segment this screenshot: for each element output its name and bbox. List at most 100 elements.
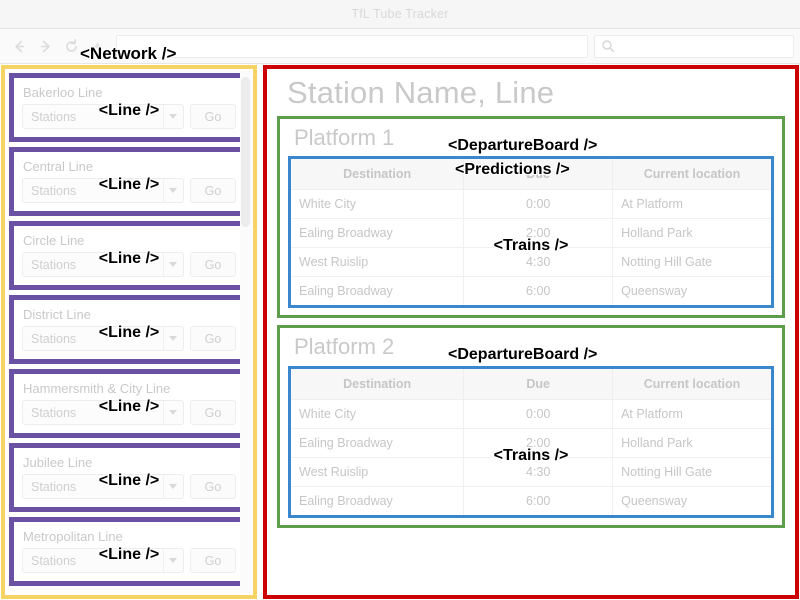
cell-due: 4:30 [463,247,614,278]
trains-table: Destination Due Current location White C… [291,368,771,515]
station-select[interactable]: Stations [22,178,184,203]
table-row[interactable]: White City 0:00 At Platform [291,399,771,429]
cell-due: 4:30 [463,457,614,487]
line-card[interactable]: District Line Stations Go <Line /> [9,295,249,364]
window-title: TfL Tube Tracker [351,7,449,21]
page-content: Bakerloo Line Stations Go <Line /> Centr… [0,64,800,600]
station-select[interactable]: Stations [22,104,184,129]
table-header-row: Destination Due Current location [291,159,771,191]
column-header-due: Due [463,159,614,191]
go-button[interactable]: Go [190,178,236,203]
column-header-destination: Destination [291,368,465,400]
cell-destination: Ealing Broadway [291,486,465,515]
line-controls: Stations Go [22,178,236,203]
chevron-down-icon [163,327,181,350]
line-card[interactable]: Bakerloo Line Stations Go <Line /> [9,73,249,142]
station-select[interactable]: Stations [22,548,184,573]
line-controls: Stations Go [22,104,236,129]
sidebar-scrollbar-thumb[interactable] [241,77,250,227]
arrow-left-icon[interactable] [6,33,32,59]
station-select[interactable]: Stations [22,474,184,499]
station-select-value: Stations [31,405,77,420]
cell-location: Queensway [621,493,688,508]
trains-table-wrap: Destination Due Current location White C… [288,156,774,309]
cell-location: At Platform [612,189,771,220]
chevron-down-icon [163,475,181,498]
search-icon [602,40,615,53]
browser-toolbar [0,29,800,64]
station-select-value: Stations [31,479,77,494]
line-name: Jubilee Line [23,455,93,470]
table-row[interactable]: Ealing Broadway 6:00 Queensway [291,486,771,515]
chevron-down-icon [163,549,181,572]
cell-due: 6:00 [463,486,614,515]
line-controls: Stations Go [22,474,236,499]
line-controls: Stations Go [22,326,236,351]
station-select[interactable]: Stations [22,400,184,425]
cell-due: 0:00 [463,189,614,220]
line-card[interactable]: Metropolitan Line Stations Go <Line /> [9,517,249,586]
table-row[interactable]: White City 0:00 At Platform [291,189,771,220]
station-select[interactable]: Stations [22,252,184,277]
cell-destination: White City [291,189,465,220]
cell-location: Holland Park [612,218,771,249]
chevron-down-icon [163,105,181,128]
line-card[interactable]: Jubilee Line Stations Go <Line /> [9,443,249,512]
reload-icon[interactable] [58,33,84,59]
line-name: Hammersmith & City Line [23,381,171,396]
go-button[interactable]: Go [190,400,236,425]
go-button[interactable]: Go [190,548,236,573]
departure-board: Platform 1 <DepartureBoard /> Destinatio… [277,116,785,319]
predictions-panel: Station Name, Line <Predictions /> Platf… [263,65,799,599]
station-select-value: Stations [31,257,77,272]
line-name: Metropolitan Line [23,529,123,544]
table-row[interactable]: West Ruislip 4:30 Notting Hill Gate [291,457,771,487]
cell-location: Holland Park [612,428,771,458]
page-title: Station Name, Line [287,75,555,110]
go-button[interactable]: Go [190,252,236,277]
cell-due: 6:00 [463,276,614,306]
table-row[interactable]: West Ruislip 4:30 Notting Hill Gate [291,247,771,278]
go-button[interactable]: Go [190,474,236,499]
table-row[interactable]: Ealing Broadway 2:00 Holland Park [291,218,771,249]
line-name: Circle Line [23,233,85,248]
table-row[interactable]: Ealing Broadway 6:00 Queensway [291,276,771,306]
cell-location: At Platform [612,399,771,429]
search-input[interactable] [594,34,794,58]
line-card[interactable]: Hammersmith & City Line Stations Go <Lin… [9,369,249,438]
line-controls: Stations Go [22,252,236,277]
line-card[interactable]: Central Line Stations Go <Line /> [9,147,249,216]
sidebar-scrollbar[interactable] [240,71,251,593]
chevron-down-icon [163,401,181,424]
station-select[interactable]: Stations [22,326,184,351]
platform-title: Platform 2 [294,334,395,360]
arrow-right-icon[interactable] [32,33,58,59]
column-header-location: Current location [612,159,771,191]
line-name: Bakerloo Line [23,85,103,100]
cell-due: 2:00 [463,428,614,458]
browser-titlebar: TfL Tube Tracker [0,0,800,29]
network-panel: Bakerloo Line Stations Go <Line /> Centr… [1,65,257,599]
station-select-value: Stations [31,553,77,568]
url-input[interactable] [116,34,588,58]
go-button[interactable]: Go [190,326,236,351]
cell-due: 0:00 [463,399,614,429]
chevron-down-icon [163,253,181,276]
platform-title: Platform 1 [294,125,395,151]
departure-board: Platform 2 <DepartureBoard /> Destinatio… [277,325,785,528]
line-name: Central Line [23,159,94,174]
cell-location: Notting Hill Gate [612,457,771,487]
table-row[interactable]: Ealing Broadway 2:00 Holland Park [291,428,771,458]
column-header-destination: Destination [291,159,465,191]
home-up-icon[interactable] [84,33,110,59]
cell-destination: West Ruislip [291,247,465,278]
line-controls: Stations Go [22,400,236,425]
line-card[interactable]: Circle Line Stations Go <Line /> [9,221,249,290]
trains-table-wrap: Destination Due Current location White C… [288,365,774,518]
line-name: District Line [23,307,91,322]
trains-table: Destination Due Current location White C… [291,159,771,306]
cell-destination: Ealing Broadway [291,276,465,306]
go-button[interactable]: Go [190,104,236,129]
cell-location: Notting Hill Gate [612,247,771,278]
station-select-value: Stations [31,331,77,346]
